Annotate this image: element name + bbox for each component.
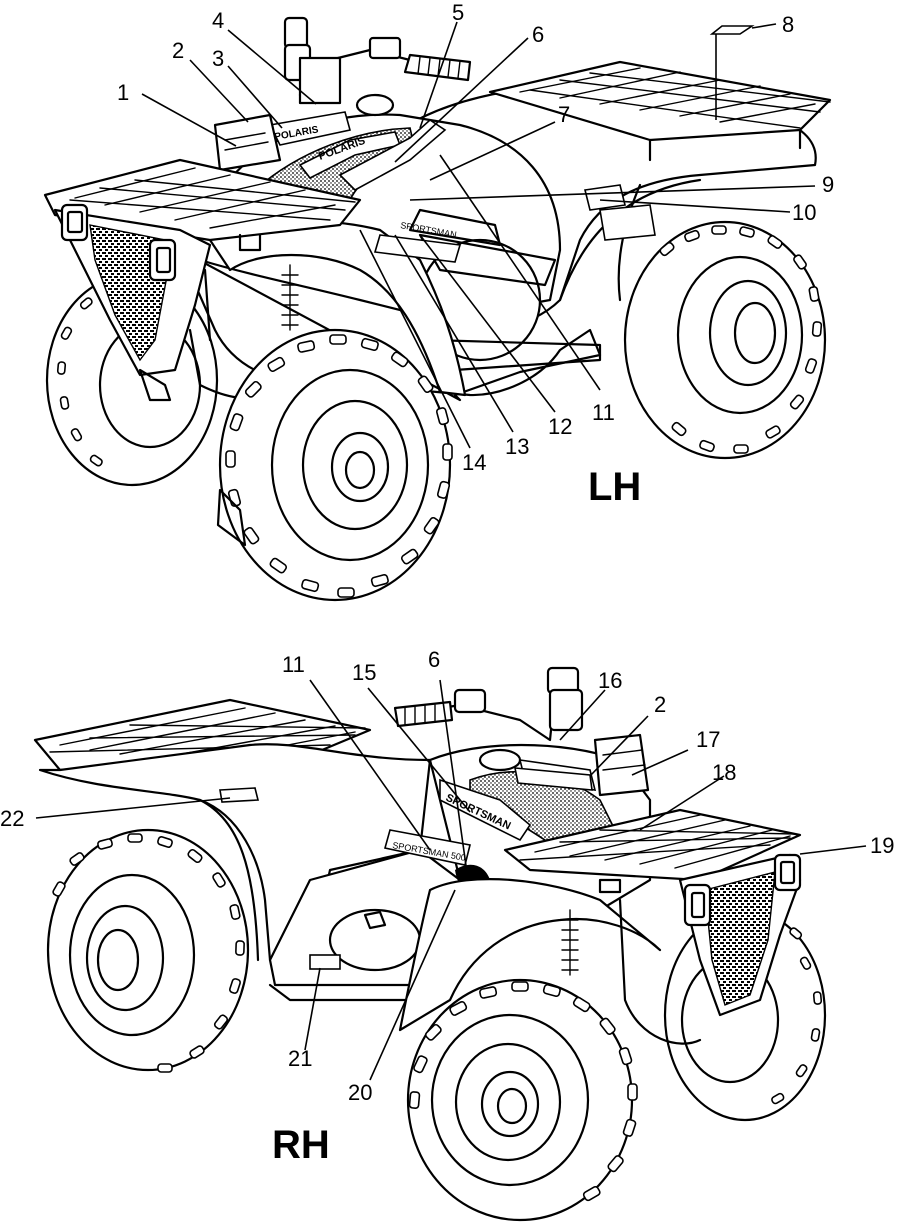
lh-decal-9-10 bbox=[584, 184, 656, 241]
callout-number: 10 bbox=[792, 200, 816, 225]
callout-number: 15 bbox=[352, 660, 376, 685]
rh-handlebars bbox=[393, 666, 650, 797]
rh-rear-tire bbox=[46, 828, 250, 1073]
lh-view: POLARIS POLARIS SPORTSMAN bbox=[43, 0, 834, 602]
callout-number: 6 bbox=[428, 647, 440, 672]
lh-callouts: 1 2 3 4 5 6 7 8 9 10 11 12 13 14 bbox=[117, 0, 834, 475]
callout-number: 6 bbox=[532, 22, 544, 47]
rh-body bbox=[268, 743, 652, 1002]
callout-number: 2 bbox=[172, 38, 184, 63]
rh-leader-lines bbox=[35, 679, 867, 1081]
lh-front-tire bbox=[216, 328, 453, 602]
view-label-lh: LH bbox=[588, 465, 641, 509]
callout-number: 17 bbox=[696, 727, 720, 752]
callout-number: 7 bbox=[558, 102, 570, 127]
callout-number: 11 bbox=[592, 400, 615, 425]
rh-front-rack bbox=[503, 808, 802, 894]
callout-number: 19 bbox=[870, 833, 894, 858]
lh-decal-8 bbox=[709, 25, 755, 35]
rh-rear-fender bbox=[38, 743, 432, 962]
callout-number: 13 bbox=[505, 434, 529, 459]
rh-front-fender bbox=[398, 878, 702, 1045]
callout-number: 18 bbox=[712, 760, 736, 785]
lh-leader-lines bbox=[141, 21, 816, 449]
callout-number: 2 bbox=[654, 692, 666, 717]
rh-front-bumper bbox=[678, 853, 802, 1017]
callout-number: 9 bbox=[822, 172, 834, 197]
callout-number: 1 bbox=[117, 80, 129, 105]
callout-number: 20 bbox=[348, 1080, 372, 1105]
callout-number: 4 bbox=[212, 8, 224, 33]
lh-rear-tire bbox=[623, 220, 827, 460]
callout-number: 14 bbox=[462, 450, 486, 475]
lh-rear-rack bbox=[488, 60, 832, 162]
callout-number: 3 bbox=[212, 46, 224, 71]
callout-number: 21 bbox=[288, 1046, 312, 1071]
callout-number: 11 bbox=[282, 652, 305, 677]
rh-view: SPORTSMAN POLARIS SPORTSMAN 500 bbox=[0, 647, 894, 1222]
view-label-rh: RH bbox=[272, 1123, 330, 1167]
rh-callouts: 11 15 6 16 2 17 18 19 22 21 20 bbox=[0, 647, 894, 1105]
callout-number: 12 bbox=[548, 414, 572, 439]
rh-front-tire bbox=[406, 978, 638, 1222]
callout-number: 22 bbox=[0, 806, 24, 831]
lh-front-bumper bbox=[53, 203, 212, 402]
lh-handlebars bbox=[213, 16, 472, 172]
callout-number: 5 bbox=[452, 0, 464, 25]
callout-number: 8 bbox=[782, 12, 794, 37]
callout-number: 16 bbox=[598, 668, 622, 693]
